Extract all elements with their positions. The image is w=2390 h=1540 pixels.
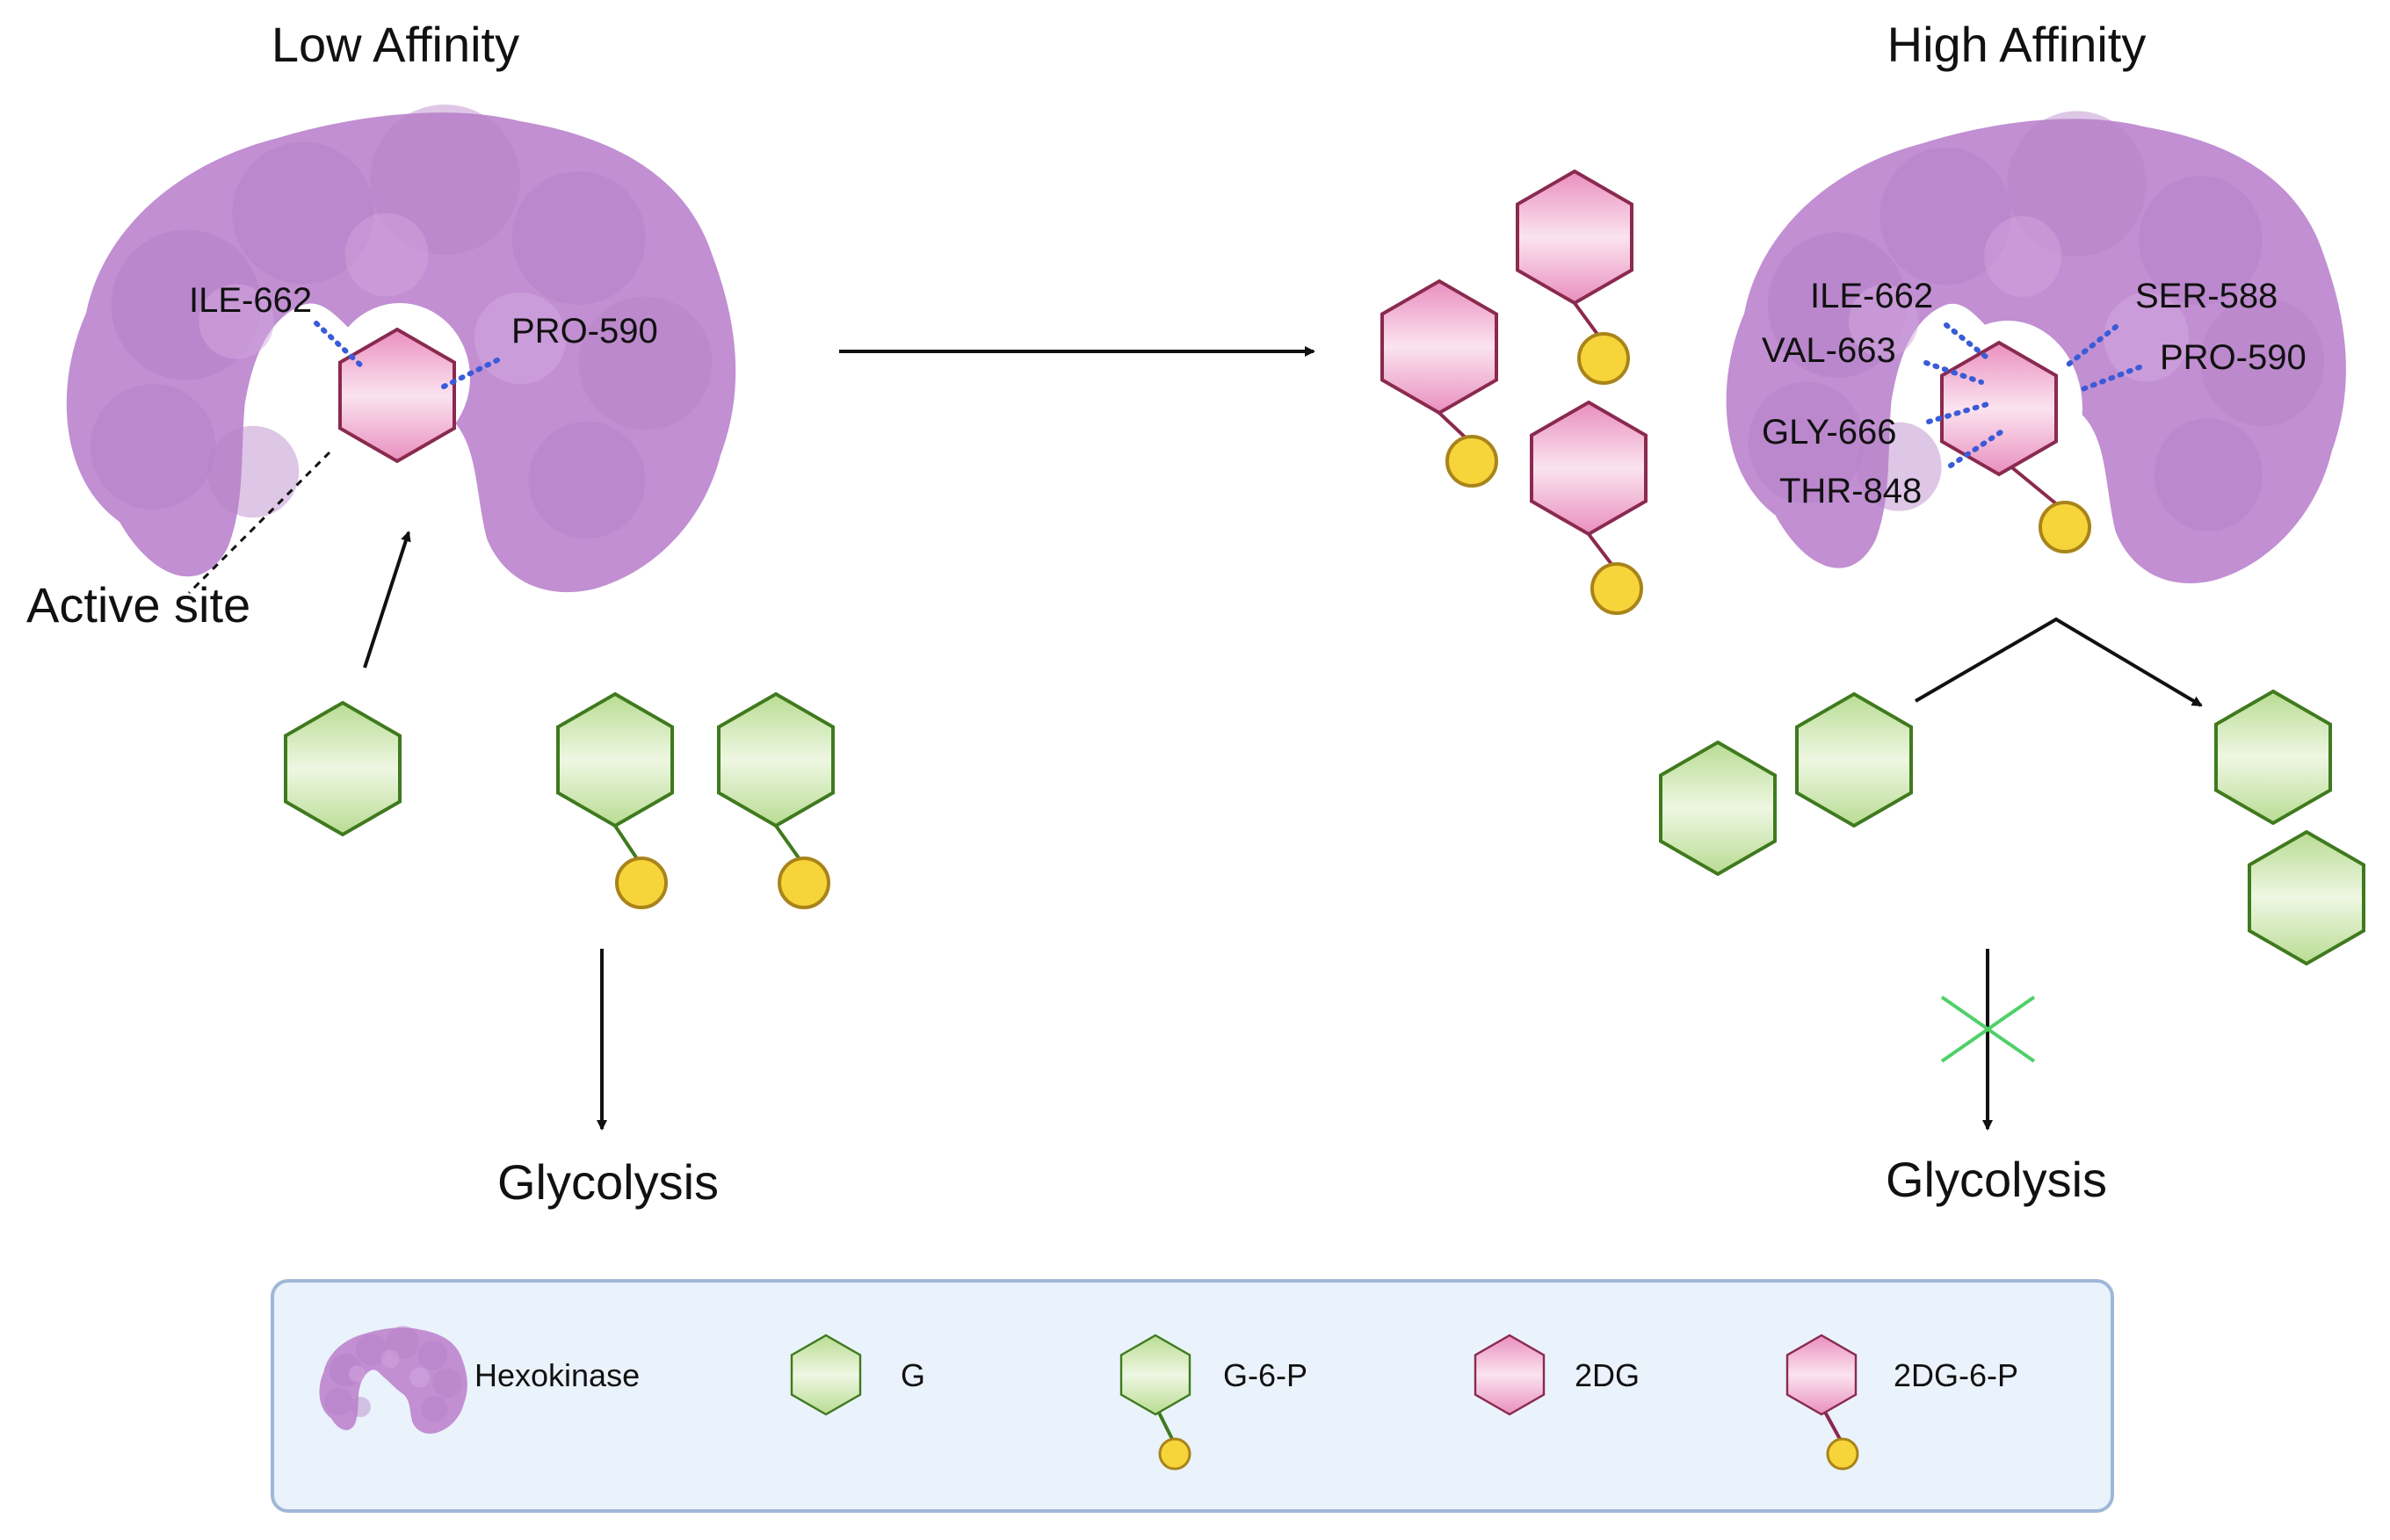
2dg6p-float-2 <box>1380 279 1498 488</box>
glucose-right-2 <box>1795 692 1913 828</box>
interaction-pro590-left <box>441 356 503 389</box>
legend-box <box>271 1279 2114 1513</box>
legend-g-label: G <box>901 1357 925 1393</box>
glycolysis-right: Glycolysis <box>1886 1152 2107 1207</box>
residue-gly666-right: GLY-666 <box>1762 413 1896 452</box>
legend-2dg-label: 2DG <box>1575 1357 1640 1393</box>
residue-ile662-left: ILE-662 <box>189 281 312 320</box>
left-title: Low Affinity <box>272 17 519 72</box>
interaction-ile662-right <box>1944 322 1993 363</box>
glucose-left <box>284 701 402 836</box>
interaction-ser588-right <box>2062 324 2118 370</box>
glucose-right-4 <box>2248 830 2365 965</box>
2dg6p-float-3 <box>1530 401 1648 615</box>
active-site-pointer <box>187 451 331 595</box>
residue-ser588-right: SER-588 <box>2135 277 2278 315</box>
bound-2dg6p-right <box>1940 341 2091 553</box>
right-title: High Affinity <box>1887 17 2147 72</box>
residue-ile662-right: ILE-662 <box>1810 277 1933 315</box>
interaction-val663-right <box>1923 360 1984 385</box>
glycolysis-left: Glycolysis <box>497 1154 719 1210</box>
active-site-label: Active site <box>26 577 250 633</box>
arrow-glucose-bypass <box>1914 617 2203 707</box>
legend-hexokinase-label: Hexokinase <box>474 1357 640 1393</box>
glucose-right-1 <box>1659 741 1777 876</box>
g6p-left-2 <box>717 692 835 909</box>
interaction-pro590-right <box>2075 365 2142 394</box>
glucose-6-phosphate-icon <box>1119 1334 1191 1471</box>
residue-val663-right: VAL-663 <box>1762 331 1896 370</box>
interaction-thr848-right <box>1948 428 2006 468</box>
arrow-glucose-to-enzyme <box>363 531 411 669</box>
glucose-right-3 <box>2214 690 2332 825</box>
2dg-6-phosphate-icon <box>1785 1334 1859 1471</box>
g6p-left-1 <box>556 692 674 909</box>
legend-2dg6p-label: 2DG-6-P <box>1894 1357 2018 1393</box>
residue-thr848-right: THR-848 <box>1779 472 1922 510</box>
2dg6p-float-1 <box>1516 170 1633 385</box>
block-x-icon <box>1940 995 2036 1063</box>
residue-pro590-right: PRO-590 <box>2160 338 2307 377</box>
legend-g6p-label: G-6-P <box>1223 1357 1307 1393</box>
residue-pro590-left: PRO-590 <box>511 312 658 351</box>
interaction-gly666-right <box>1926 401 1990 424</box>
interaction-ile662-left <box>314 321 367 372</box>
